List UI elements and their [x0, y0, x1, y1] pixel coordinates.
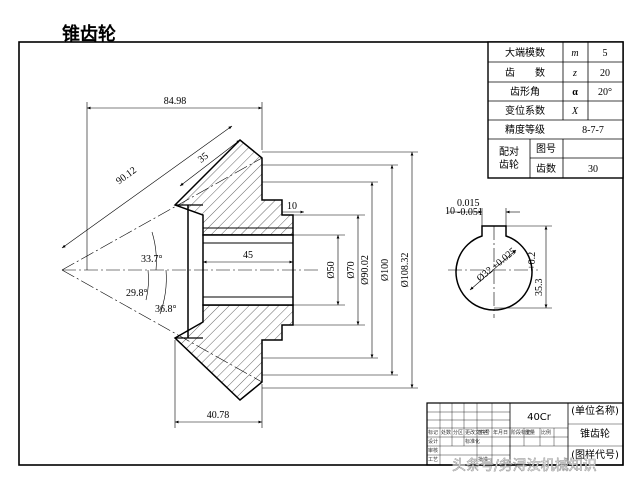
param-label-teeth: 齿 数: [505, 66, 545, 79]
param-value-accuracy: 8-7-7: [582, 125, 604, 136]
dim-bottom-width: 40.78: [207, 410, 230, 421]
param-symbol-shift: X: [571, 106, 579, 117]
dim-d90: Ø90.02: [360, 255, 371, 285]
watermark: 头条号/务浔汝机械知识: [452, 457, 597, 474]
dim-angle-36: 36.8°: [155, 304, 177, 315]
dim-angle-29: 29.8°: [126, 288, 148, 299]
dim-d100: Ø100: [380, 259, 391, 281]
title-block-material: 40Cr: [527, 412, 552, 423]
title-block-label-6: 设计: [428, 438, 438, 445]
title-block-label-5: 年月日: [493, 429, 508, 436]
param-symbol-teeth: z: [572, 68, 577, 79]
dim-bore-length: 45: [243, 250, 253, 261]
param-value-module: 5: [603, 48, 608, 59]
key-width-tol-upper: 0.015: [457, 198, 480, 209]
title-block-label-12: 工艺: [428, 457, 438, 463]
param-symbol-module: m: [571, 48, 578, 59]
key-width-tol-lower: -0.051: [457, 207, 483, 218]
param-value-teeth: 20: [600, 68, 610, 79]
drawing-frame: [18, 41, 624, 466]
key-depth-tol: +0.2: [527, 252, 538, 270]
title-block-label-1: 处数: [441, 429, 451, 436]
title-block-label-11: 审核: [428, 447, 438, 454]
mate-label-line1: 配对: [499, 145, 519, 158]
param-label-module: 大端模数: [505, 46, 545, 59]
title-block-label-7: 标准化: [465, 438, 480, 445]
key-width-value: 10: [445, 206, 455, 217]
title-block-label-4: 签名: [478, 429, 488, 436]
title-block-label-8: 阶段标记: [511, 429, 531, 436]
dim-angle-33: 33.7°: [141, 254, 163, 265]
dim-face-width: 35: [196, 151, 211, 166]
key-depth-value: 35.3: [534, 279, 545, 297]
dimension-lines: [61, 102, 418, 428]
title-block-drawing-no: (图样代号): [571, 448, 619, 461]
mate-teeth-value: 30: [588, 164, 598, 175]
param-value-pressure-angle: 20°: [598, 87, 612, 98]
title-block-unit: (单位名称): [571, 404, 619, 417]
param-symbol-pressure-angle: α: [572, 87, 578, 98]
title-block-label-3: 更改文件号: [465, 429, 490, 436]
dim-d70: Ø70: [346, 261, 357, 278]
title-block-label-13: 批准: [478, 456, 488, 463]
mate-teeth-label: 齿数: [536, 162, 556, 175]
param-label-accuracy: 精度等级: [505, 123, 545, 136]
mate-drawing-no-label: 图号: [536, 143, 556, 155]
dim-d50: Ø50: [326, 261, 337, 278]
title-block-label-10: 比例: [541, 429, 551, 436]
gear-section-lower: [173, 304, 294, 402]
keyway-section: [448, 208, 552, 318]
dim-hub-width: 10: [287, 201, 297, 212]
title-block: [426, 402, 624, 466]
dim-d108: Ø108.32: [400, 253, 411, 288]
title-block-drawing-name: 锥齿轮: [580, 427, 610, 440]
mate-label-line2: 齿轮: [499, 158, 519, 171]
page-title: 锥齿轮: [62, 24, 116, 45]
title-block-label-0: 标记: [428, 429, 438, 436]
dim-slant: 90.12: [114, 165, 139, 187]
title-block-label-2: 分区: [453, 429, 463, 436]
param-label-shift: 变位系数: [505, 104, 545, 117]
parameter-table: 大端模数 m 5 齿 数 z 20 齿形角 α 20° 变位系数 X 精度等级 …: [487, 41, 624, 179]
param-label-pressure-angle: 齿形角: [510, 86, 540, 98]
dim-top-width: 84.98: [164, 96, 187, 107]
title-block-label-9: 重量: [525, 429, 535, 436]
